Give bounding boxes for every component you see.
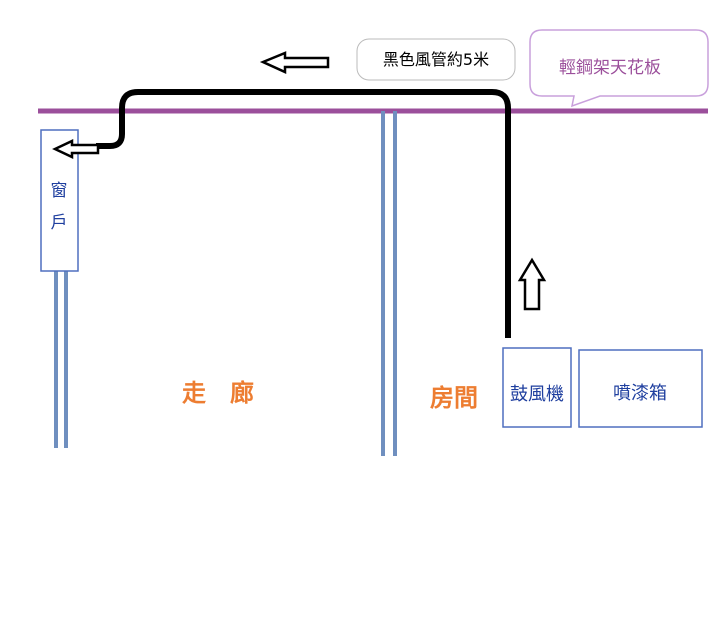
blower-label: 鼓風機 [510, 384, 564, 405]
window-label-bottom: 戶 [51, 213, 68, 233]
left-wall [54, 271, 68, 448]
ceiling-callout-bubble [529, 29, 709, 108]
window-label-top: 窗 [51, 181, 68, 201]
room-label: 房間 [430, 384, 478, 412]
duct-callout: 黑色風管約5米 [356, 38, 516, 81]
spray-booth-box [578, 349, 703, 428]
window-outlet-arrow-icon [52, 139, 100, 159]
ceiling-callout: 輕鋼架天花板 [529, 29, 709, 108]
blower-unit: 鼓風機 [502, 347, 572, 428]
spray-booth: 噴漆箱 [578, 349, 703, 428]
corridor-label: 走 廊 [182, 379, 254, 407]
ceiling-label: 輕鋼架天花板 [559, 58, 661, 78]
partition-wall [381, 111, 397, 456]
flow-arrow-left-icon [259, 51, 330, 74]
blower-box [502, 347, 572, 428]
duct-label: 黑色風管約5米 [383, 50, 489, 69]
spray-booth-label: 噴漆箱 [613, 383, 667, 404]
black-duct [96, 89, 511, 338]
flow-arrow-up-icon [517, 257, 547, 311]
duct-callout-box [356, 38, 516, 81]
window: 窗 戶 [40, 129, 79, 272]
